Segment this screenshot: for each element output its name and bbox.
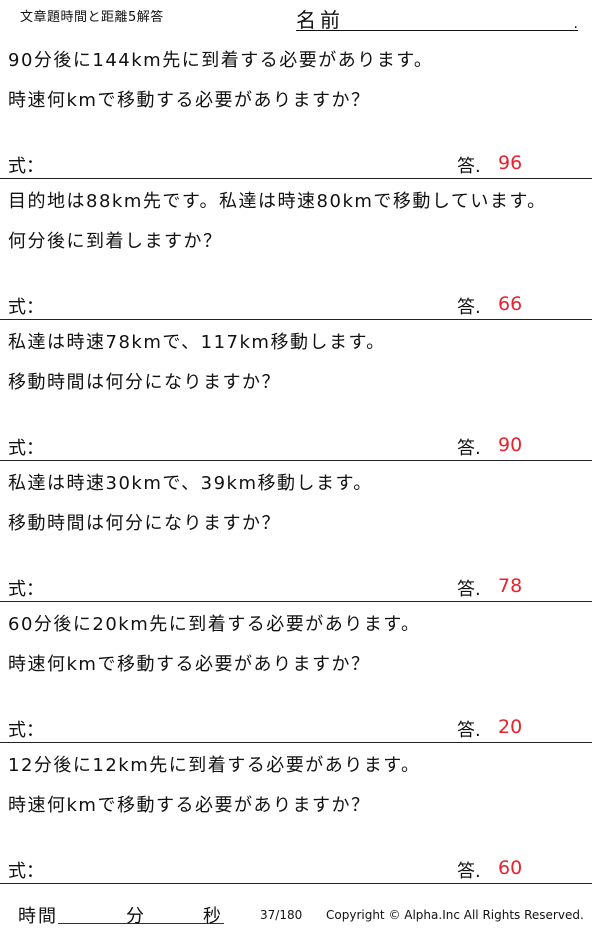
formula-label: 式： — [8, 579, 44, 600]
problem-6: 12分後に12km先に到着する必要があります。 時速何kmで移動する必要がありま… — [0, 745, 592, 885]
problem-6-line2: 時速何kmで移動する必要がありますか？ — [8, 795, 371, 816]
footer: 時間 分 秒 37/180 Copyright © Alpha.Inc All … — [0, 896, 600, 928]
separator-line — [0, 460, 592, 461]
seconds-label: 秒 — [203, 906, 221, 927]
separator-line — [0, 178, 592, 179]
answer-label: 答. — [457, 579, 481, 600]
name-label: 名前 — [296, 8, 344, 32]
formula-label: 式： — [8, 156, 44, 177]
problem-5-line2: 時速何kmで移動する必要がありますか？ — [8, 654, 371, 675]
answer-label: 答. — [457, 156, 481, 177]
answer-value: 20 — [498, 716, 523, 738]
separator-line — [0, 601, 592, 602]
answer-label: 答. — [457, 297, 481, 318]
answer-label: 答. — [457, 861, 481, 882]
problem-2-line2: 何分後に到着しますか？ — [8, 231, 223, 252]
problem-6-line1: 12分後に12km先に到着する必要があります。 — [8, 755, 421, 776]
problem-1: 90分後に144km先に到着する必要があります。 時速何kmで移動する必要があり… — [0, 40, 592, 180]
problem-1-line1: 90分後に144km先に到着する必要があります。 — [8, 50, 434, 71]
problem-3-line1: 私達は時速78kmで、117km移動します。 — [8, 332, 386, 353]
answer-value: 66 — [498, 293, 523, 315]
formula-label: 式： — [8, 720, 44, 741]
formula-label: 式： — [8, 861, 44, 882]
problem-2-line1: 目的地は88km先です。私達は時速80kmで移動しています。 — [8, 191, 547, 212]
problem-5: 60分後に20km先に到着する必要があります。 時速何kmで移動する必要がありま… — [0, 604, 592, 744]
copyright: Copyright © Alpha.Inc All Rights Reserve… — [326, 908, 584, 922]
time-underline — [58, 923, 224, 924]
separator-line — [0, 319, 592, 320]
answer-value: 96 — [498, 152, 523, 174]
problem-1-line2: 時速何kmで移動する必要がありますか？ — [8, 90, 371, 111]
minutes-label: 分 — [126, 906, 144, 927]
separator-line — [0, 742, 592, 743]
name-dot: . — [573, 16, 578, 32]
problem-4: 私達は時速30kmで、39km移動します。 移動時間は何分になりますか？ 式： … — [0, 463, 592, 603]
separator-line — [0, 883, 592, 884]
page-number: 37/180 — [260, 908, 303, 922]
problem-3: 私達は時速78kmで、117km移動します。 移動時間は何分になりますか？ 式：… — [0, 322, 592, 462]
answer-value: 90 — [498, 434, 523, 456]
problem-4-line1: 私達は時速30kmで、39km移動します。 — [8, 473, 373, 494]
time-label: 時間 — [18, 906, 58, 927]
problem-5-line1: 60分後に20km先に到着する必要があります。 — [8, 614, 421, 635]
formula-label: 式： — [8, 438, 44, 459]
answer-label: 答. — [457, 720, 481, 741]
worksheet-title: 文章題時間と距離5解答 — [20, 10, 164, 25]
answer-label: 答. — [457, 438, 481, 459]
answer-value: 78 — [498, 575, 523, 597]
problem-3-line2: 移動時間は何分になりますか？ — [8, 372, 281, 393]
name-field: 名前 . — [296, 4, 578, 32]
formula-label: 式： — [8, 297, 44, 318]
problem-2: 目的地は88km先です。私達は時速80kmで移動しています。 何分後に到着します… — [0, 181, 592, 321]
problem-4-line2: 移動時間は何分になりますか？ — [8, 513, 281, 534]
answer-value: 60 — [498, 857, 523, 879]
